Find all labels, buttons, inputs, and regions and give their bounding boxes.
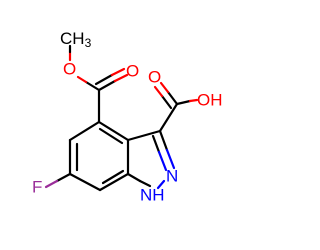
bond-c3a-c3 bbox=[126, 129, 162, 142]
bond-ester-c-carbonyl-o-inner-o bbox=[110, 67, 126, 77]
bond-acid-c-carbonyl-o-inner-o bbox=[153, 85, 164, 98]
bond-c3-acid-c bbox=[158, 102, 179, 133]
bond-c7-c7a-inner bbox=[101, 169, 125, 185]
bond-ester-c-carbonyl-o bbox=[97, 79, 117, 92]
bond-n1-c7a-b bbox=[126, 172, 142, 183]
bond-ester-c-carbonyl-o-o bbox=[113, 73, 129, 83]
methyl-subscript: 3 bbox=[85, 36, 92, 50]
acid-carbonyl-oxygen-label: O bbox=[148, 68, 161, 87]
ester-carbonyl-oxygen-label: O bbox=[126, 62, 139, 81]
bond-c3-n2-inner bbox=[151, 134, 161, 154]
bond-acid-c-hydroxyl-o bbox=[188, 98, 199, 103]
bond-c6-c7 bbox=[68, 172, 102, 192]
bond-n1-c7a bbox=[138, 179, 152, 188]
bond-n2-n1 bbox=[156, 179, 166, 190]
acid-hydroxyl-label: OH bbox=[197, 91, 223, 110]
bond-c7-c7a bbox=[98, 172, 130, 192]
bond-acid-c-carbonyl-o-o bbox=[159, 81, 170, 94]
ester-ether-oxygen-label: O bbox=[63, 60, 76, 79]
bond-c4-c5 bbox=[68, 120, 101, 142]
structure-diagram: CH3 O O O OH N NH F bbox=[32, 29, 223, 205]
ring-nh-label: NH bbox=[140, 186, 165, 205]
bond-c6-f-f bbox=[44, 179, 59, 189]
bonds bbox=[44, 44, 199, 192]
bond-c6-f bbox=[55, 172, 72, 183]
bond-c3-n2 bbox=[158, 129, 169, 152]
bond-ester-c-carbonyl-o-inner bbox=[94, 73, 114, 86]
bond-c3-n2-inner-n bbox=[157, 150, 168, 172]
atom-labels: CH3 O O O OH N NH F bbox=[32, 29, 223, 205]
bond-acid-c-carbonyl-o-inner bbox=[160, 94, 173, 110]
fluorine-label: F bbox=[32, 178, 42, 197]
bond-acid-c-hydroxyl bbox=[175, 99, 192, 106]
methyl-label: CH3 bbox=[60, 29, 92, 51]
bond-acid-c-carbonyl-o bbox=[166, 90, 179, 106]
bond-c3-n2-n bbox=[165, 148, 176, 170]
bond-ester-c-ether-o bbox=[84, 80, 101, 92]
ring-nitrogen-label: N bbox=[166, 167, 178, 186]
bond-ester-c-ether-o-o bbox=[76, 75, 88, 84]
bond-c3a-c4-inner bbox=[98, 127, 124, 145]
bond-c3a-c4 bbox=[97, 120, 130, 142]
